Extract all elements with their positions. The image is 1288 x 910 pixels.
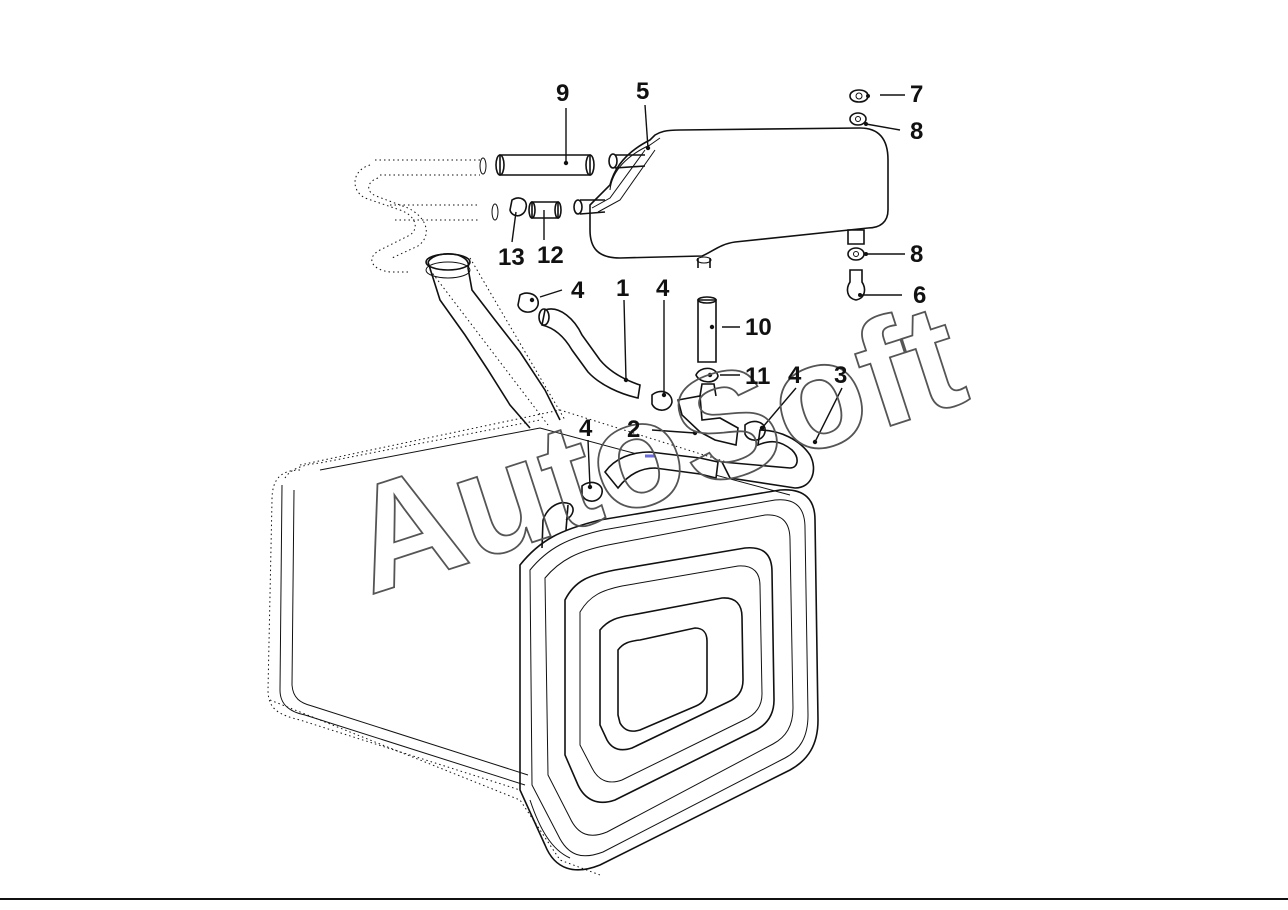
label-part-3: 3 <box>834 362 847 389</box>
label-part-13: 13 <box>498 244 525 271</box>
fuel-tank <box>267 253 819 876</box>
bottom-rule <box>0 898 1288 900</box>
label-part-12: 12 <box>537 242 564 269</box>
watermark: AutoSoft <box>328 270 982 625</box>
label-part-9: 9 <box>556 80 569 107</box>
part-labels: 9 5 7 8 13 12 8 4 1 4 6 10 11 4 3 4 2 <box>498 78 926 443</box>
hoses <box>354 154 815 502</box>
expansion-tank <box>573 127 889 268</box>
label-part-5: 5 <box>636 78 649 105</box>
label-part-8-bottom: 8 <box>910 241 923 268</box>
label-part-4-top: 4 <box>571 277 585 304</box>
label-part-8-top: 8 <box>910 118 923 145</box>
label-part-10: 10 <box>745 314 772 341</box>
leader-lines <box>511 94 905 490</box>
label-part-4-left: 4 <box>579 415 593 442</box>
fasteners <box>846 89 869 301</box>
label-part-1: 1 <box>616 275 629 302</box>
label-part-2: 2 <box>627 416 640 443</box>
label-part-7: 7 <box>910 81 923 108</box>
label-part-6: 6 <box>913 282 926 309</box>
label-part-4-right: 4 <box>788 362 802 389</box>
label-part-11: 11 <box>745 363 770 390</box>
label-part-4-mid: 4 <box>656 275 670 302</box>
